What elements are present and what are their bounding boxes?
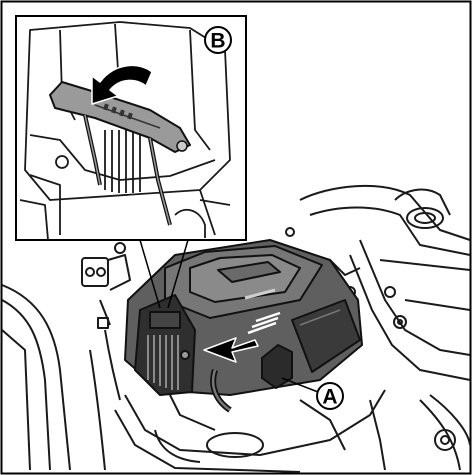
push-arrow-icon xyxy=(91,64,153,105)
callout-b: B xyxy=(204,26,232,54)
push-arrow-icon xyxy=(203,311,281,363)
inset-latch-lever xyxy=(49,81,191,153)
mower-chassis xyxy=(1,185,471,473)
svg-text:B: B xyxy=(210,30,225,53)
inset-leader-left xyxy=(139,239,161,309)
svg-text:A: A xyxy=(322,386,337,409)
leader-line-a xyxy=(281,377,319,393)
battery-side-plate xyxy=(291,299,361,373)
inset-leader-right xyxy=(167,239,189,309)
battery-pack xyxy=(124,239,363,413)
callout-a: A xyxy=(316,382,344,410)
detail-inset: B xyxy=(15,15,247,241)
battery-rear-latch xyxy=(261,344,293,389)
